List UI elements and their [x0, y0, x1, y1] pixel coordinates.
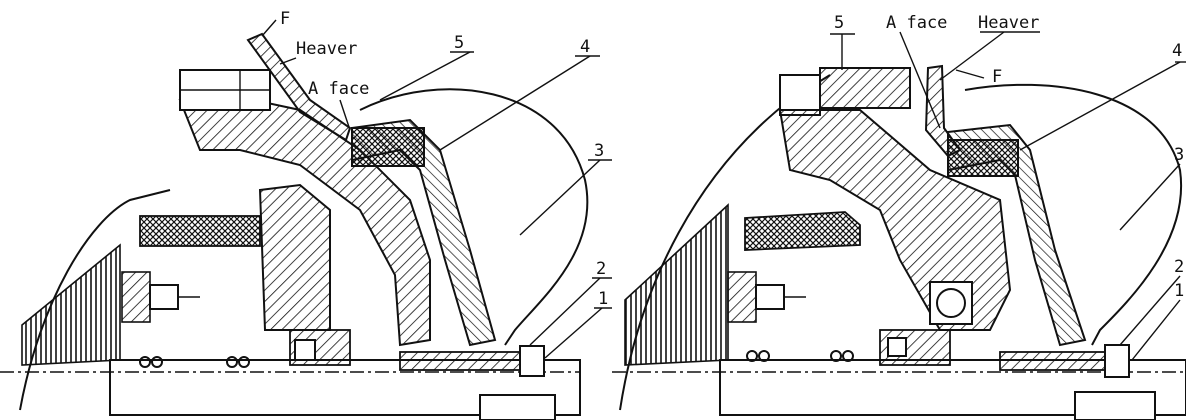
left-shaft-end	[479, 394, 556, 420]
right-view: 5 A face Heaver F 4 3 2 1	[612, 13, 1186, 420]
right-callout-2: 2	[1174, 257, 1184, 277]
right-force-label: F	[992, 67, 1002, 87]
left-callout-1: 1	[598, 289, 608, 309]
left-seal-ring	[139, 215, 261, 247]
right-key	[727, 271, 757, 323]
left-heaver-label: Heaver	[296, 39, 357, 59]
left-force-label: F	[280, 9, 290, 29]
right-casing-4	[947, 123, 1087, 347]
right-callout-1: 1	[1174, 281, 1184, 301]
left-callout-3: 3	[594, 141, 604, 161]
right-shaft-end	[1074, 391, 1156, 420]
left-callout-5: 5	[454, 33, 464, 53]
right-a-face-label: A face	[886, 13, 947, 33]
right-seal-ring	[744, 211, 861, 251]
right-impeller	[778, 109, 1012, 331]
right-heaver-label: Heaver	[978, 13, 1039, 33]
right-bolt	[999, 351, 1121, 371]
left-volute-3	[359, 88, 589, 346]
left-view: F Heaver A face 5 4 3 2 1	[0, 9, 612, 420]
left-callout-4: 4	[580, 37, 590, 57]
right-stator-wedge	[624, 203, 729, 366]
left-stator-wedge	[21, 243, 121, 366]
right-volute-3	[964, 83, 1183, 346]
right-top-block	[819, 67, 911, 109]
left-hub	[258, 183, 331, 331]
right-callout-5: 5	[834, 13, 844, 33]
left-key	[121, 271, 151, 323]
right-callout-3: 3	[1174, 145, 1184, 165]
left-callout-2: 2	[596, 259, 606, 279]
left-a-face-label: A face	[308, 79, 369, 99]
right-callout-4: 4	[1172, 41, 1182, 61]
left-casing-4	[351, 118, 497, 347]
left-outer-arc	[19, 189, 171, 411]
